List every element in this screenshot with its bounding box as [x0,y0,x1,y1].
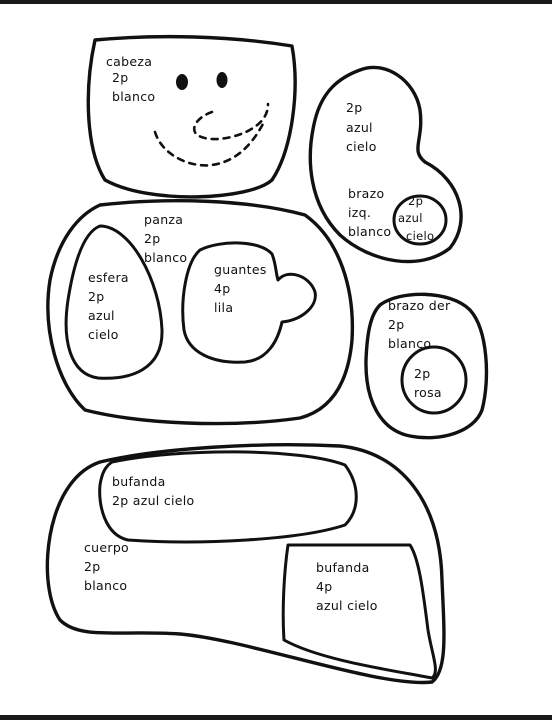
left-arm-patch-color-2: cielo [406,229,435,243]
head-name: cabeza [106,54,153,69]
scarf-top-name: bufanda [112,474,166,489]
left-arm-side: izq. [348,205,372,220]
belly-color: blanco [144,250,188,265]
bottom-border [0,715,552,720]
glove-qty: 4p [214,281,231,296]
left-arm-patch [392,194,448,246]
scarf-bottom-color: azul cielo [316,598,378,613]
scarf-top-piece [98,450,358,544]
body-qty: 2p [84,559,101,574]
head-qty: 2p [112,70,129,85]
left-arm-color: blanco [348,224,392,239]
right-arm-patch-label: 2p rosa [414,364,442,402]
sphere-piece [64,224,164,380]
sphere-qty: 2p [88,289,105,304]
left-arm-patch-color-1: azul [398,211,423,225]
right-arm-color: blanco [388,336,432,351]
body-label: cuerpo 2p blanco [84,538,129,595]
left-arm-outer-color-label: azul cielo [346,118,386,156]
scarf-top-label: bufanda 2p azul cielo [112,472,195,510]
left-arm-outer-color: azul cielo [346,120,377,154]
left-arm-label: brazo izq. blanco [348,184,391,241]
left-arm-patch-color-label: azul [398,210,423,226]
body-color: blanco [84,578,128,593]
left-arm-patch-qty: 2p [408,194,424,208]
scarf-bottom-label: bufanda 4p azul cielo [316,558,378,615]
right-arm-qty: 2p [388,317,405,332]
right-arm-patch [400,345,468,415]
left-arm-patch-label: 2p [408,193,423,209]
scarf-top-detail: 2p azul cielo [112,493,195,508]
head-qty-label: 2p blanco [112,68,155,106]
right-arm-patch-color: rosa [414,385,442,400]
glove-piece [181,241,317,364]
carrot-nose-dashed [192,102,270,141]
right-arm-label: brazo der 2p blanco [388,296,450,353]
left-arm-outer-qty: 2p [346,100,363,115]
belly-name: panza [144,212,184,227]
body-name: cuerpo [84,540,130,555]
belly-label: panza 2p blanco [144,210,187,267]
right-arm-patch-qty: 2p [414,366,431,381]
smile-dashed [153,118,267,167]
sphere-color-2: cielo [88,327,119,342]
scarf-bottom-name: bufanda [316,560,370,575]
right-eye-icon [216,72,228,88]
scarf-bottom-piece [281,543,437,680]
left-arm-name: brazo [348,186,385,201]
left-eye-icon [176,74,188,90]
glove-name: guantes [214,262,267,277]
head-piece [86,34,297,199]
glove-color: lila [214,300,234,315]
sphere-name: esfera [88,270,129,285]
belly-qty: 2p [144,231,161,246]
left-arm-outer-label: 2p [346,98,363,117]
right-arm-name: brazo der [388,298,451,313]
left-arm-patch-color-label-2: cielo [406,228,434,244]
top-border [0,0,552,4]
head-color: blanco [112,89,156,104]
glove-label: guantes 4p lila [214,260,267,317]
sphere-color-1: azul [88,308,115,323]
sphere-label: esfera 2p azul cielo [88,268,129,344]
scarf-bottom-qty: 4p [316,579,333,594]
head-label: cabeza [106,52,152,71]
